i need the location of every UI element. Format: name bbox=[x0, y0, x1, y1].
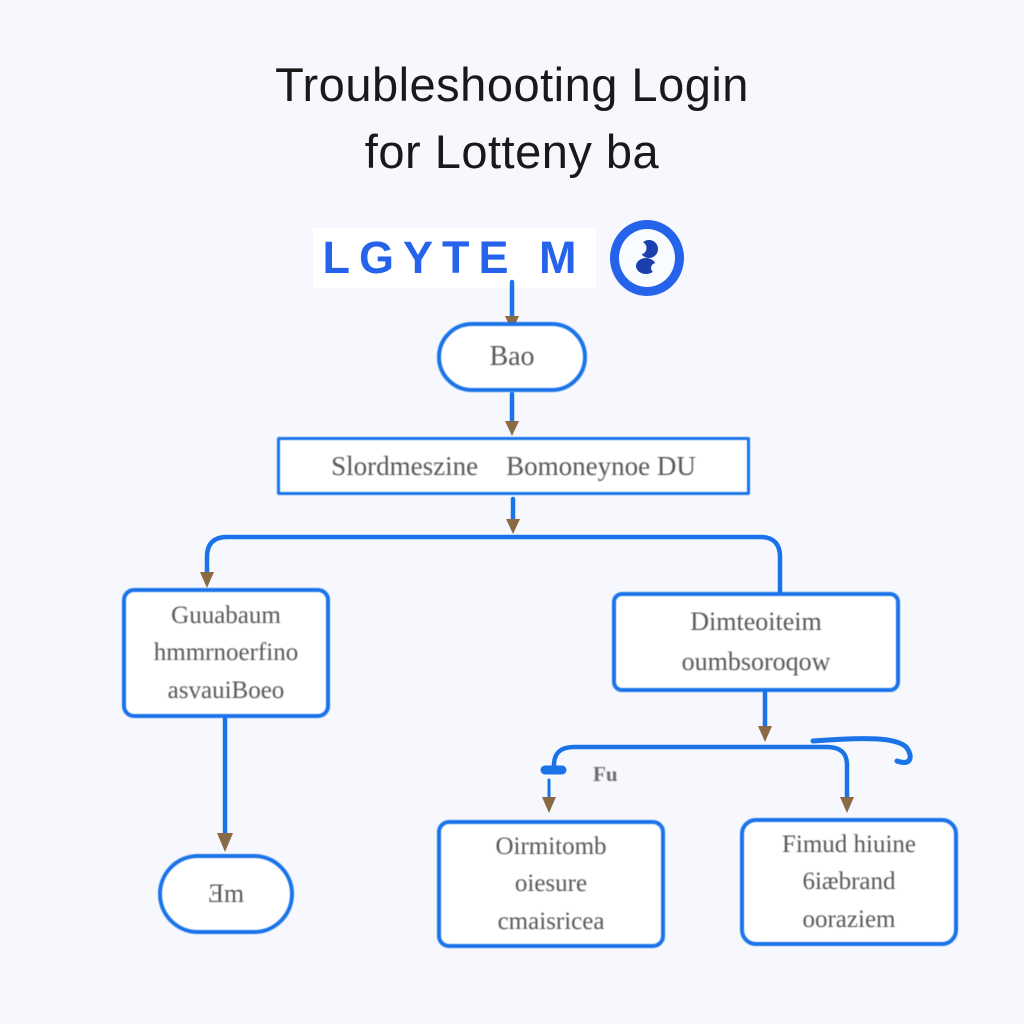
arrowhead-branch bbox=[506, 519, 520, 534]
node-end-left-label: Ǝm bbox=[207, 879, 245, 908]
node-step-label-left: Slordmeszine bbox=[331, 450, 479, 481]
arrowhead-lower-branch bbox=[758, 726, 772, 742]
node-left: Guuabaum hmmrnoerfino asvauiBoeo bbox=[122, 588, 330, 718]
title-line-2: for Lotteny ba bbox=[364, 124, 660, 178]
node-start: Bao bbox=[437, 322, 587, 392]
arrowhead-end-pill bbox=[217, 833, 233, 852]
connector-hook bbox=[810, 736, 913, 765]
node-start-label: Bao bbox=[489, 341, 535, 372]
node-step-label-right: Bomoneynoe DU bbox=[506, 450, 696, 481]
swirl-glyph bbox=[633, 240, 661, 274]
node-bottom-middle: Oirmitomb oiesure cmaisricea bbox=[437, 820, 665, 948]
logo-wordmark: LGYTE M bbox=[312, 228, 596, 288]
node-bottom-middle-line-2: oiesure bbox=[514, 870, 588, 898]
branch-label: Fu bbox=[593, 762, 618, 786]
arrowheads bbox=[200, 316, 854, 852]
node-right-line-2: oumbsoroqow bbox=[681, 647, 831, 676]
swirl-circle-icon bbox=[609, 220, 684, 296]
arrowhead-bottom-middle bbox=[542, 797, 556, 813]
arrowhead-bottom-right bbox=[840, 797, 854, 813]
node-end-left: Ǝm bbox=[158, 854, 294, 934]
node-right: Dimteoiteim oumbsoroqow bbox=[612, 592, 900, 692]
node-bottom-right-line-2: 6iæbrand bbox=[802, 868, 896, 896]
node-right-line-1: Dimteoiteim bbox=[690, 606, 822, 636]
page-title: Troubleshooting Login for Lotteny ba bbox=[0, 52, 1024, 185]
logo: LGYTE M bbox=[0, 220, 1010, 296]
arrowhead-step bbox=[505, 421, 519, 436]
title-line-1: Troubleshooting Login bbox=[275, 58, 749, 111]
arrowhead-left-box bbox=[200, 572, 214, 588]
node-bottom-right-line-3: ooraziem bbox=[802, 905, 896, 933]
node-bottom-middle-line-3: cmaisricea bbox=[497, 907, 605, 935]
node-bottom-right-line-1: Fimud hiuine bbox=[781, 830, 917, 858]
node-left-line-1: Guuabaum bbox=[171, 601, 281, 629]
node-bottom-middle-line-1: Oirmitomb bbox=[495, 832, 607, 860]
node-bottom-right: Fimud hiuine 6iæbrand ooraziem bbox=[740, 818, 958, 946]
node-left-line-2: hmmrnoerfino bbox=[153, 639, 299, 667]
node-step: Slordmeszine Bomoneynoe DU bbox=[277, 437, 750, 495]
connector-main-branch bbox=[204, 534, 783, 595]
node-left-line-3: asvauiBoeo bbox=[167, 676, 285, 704]
